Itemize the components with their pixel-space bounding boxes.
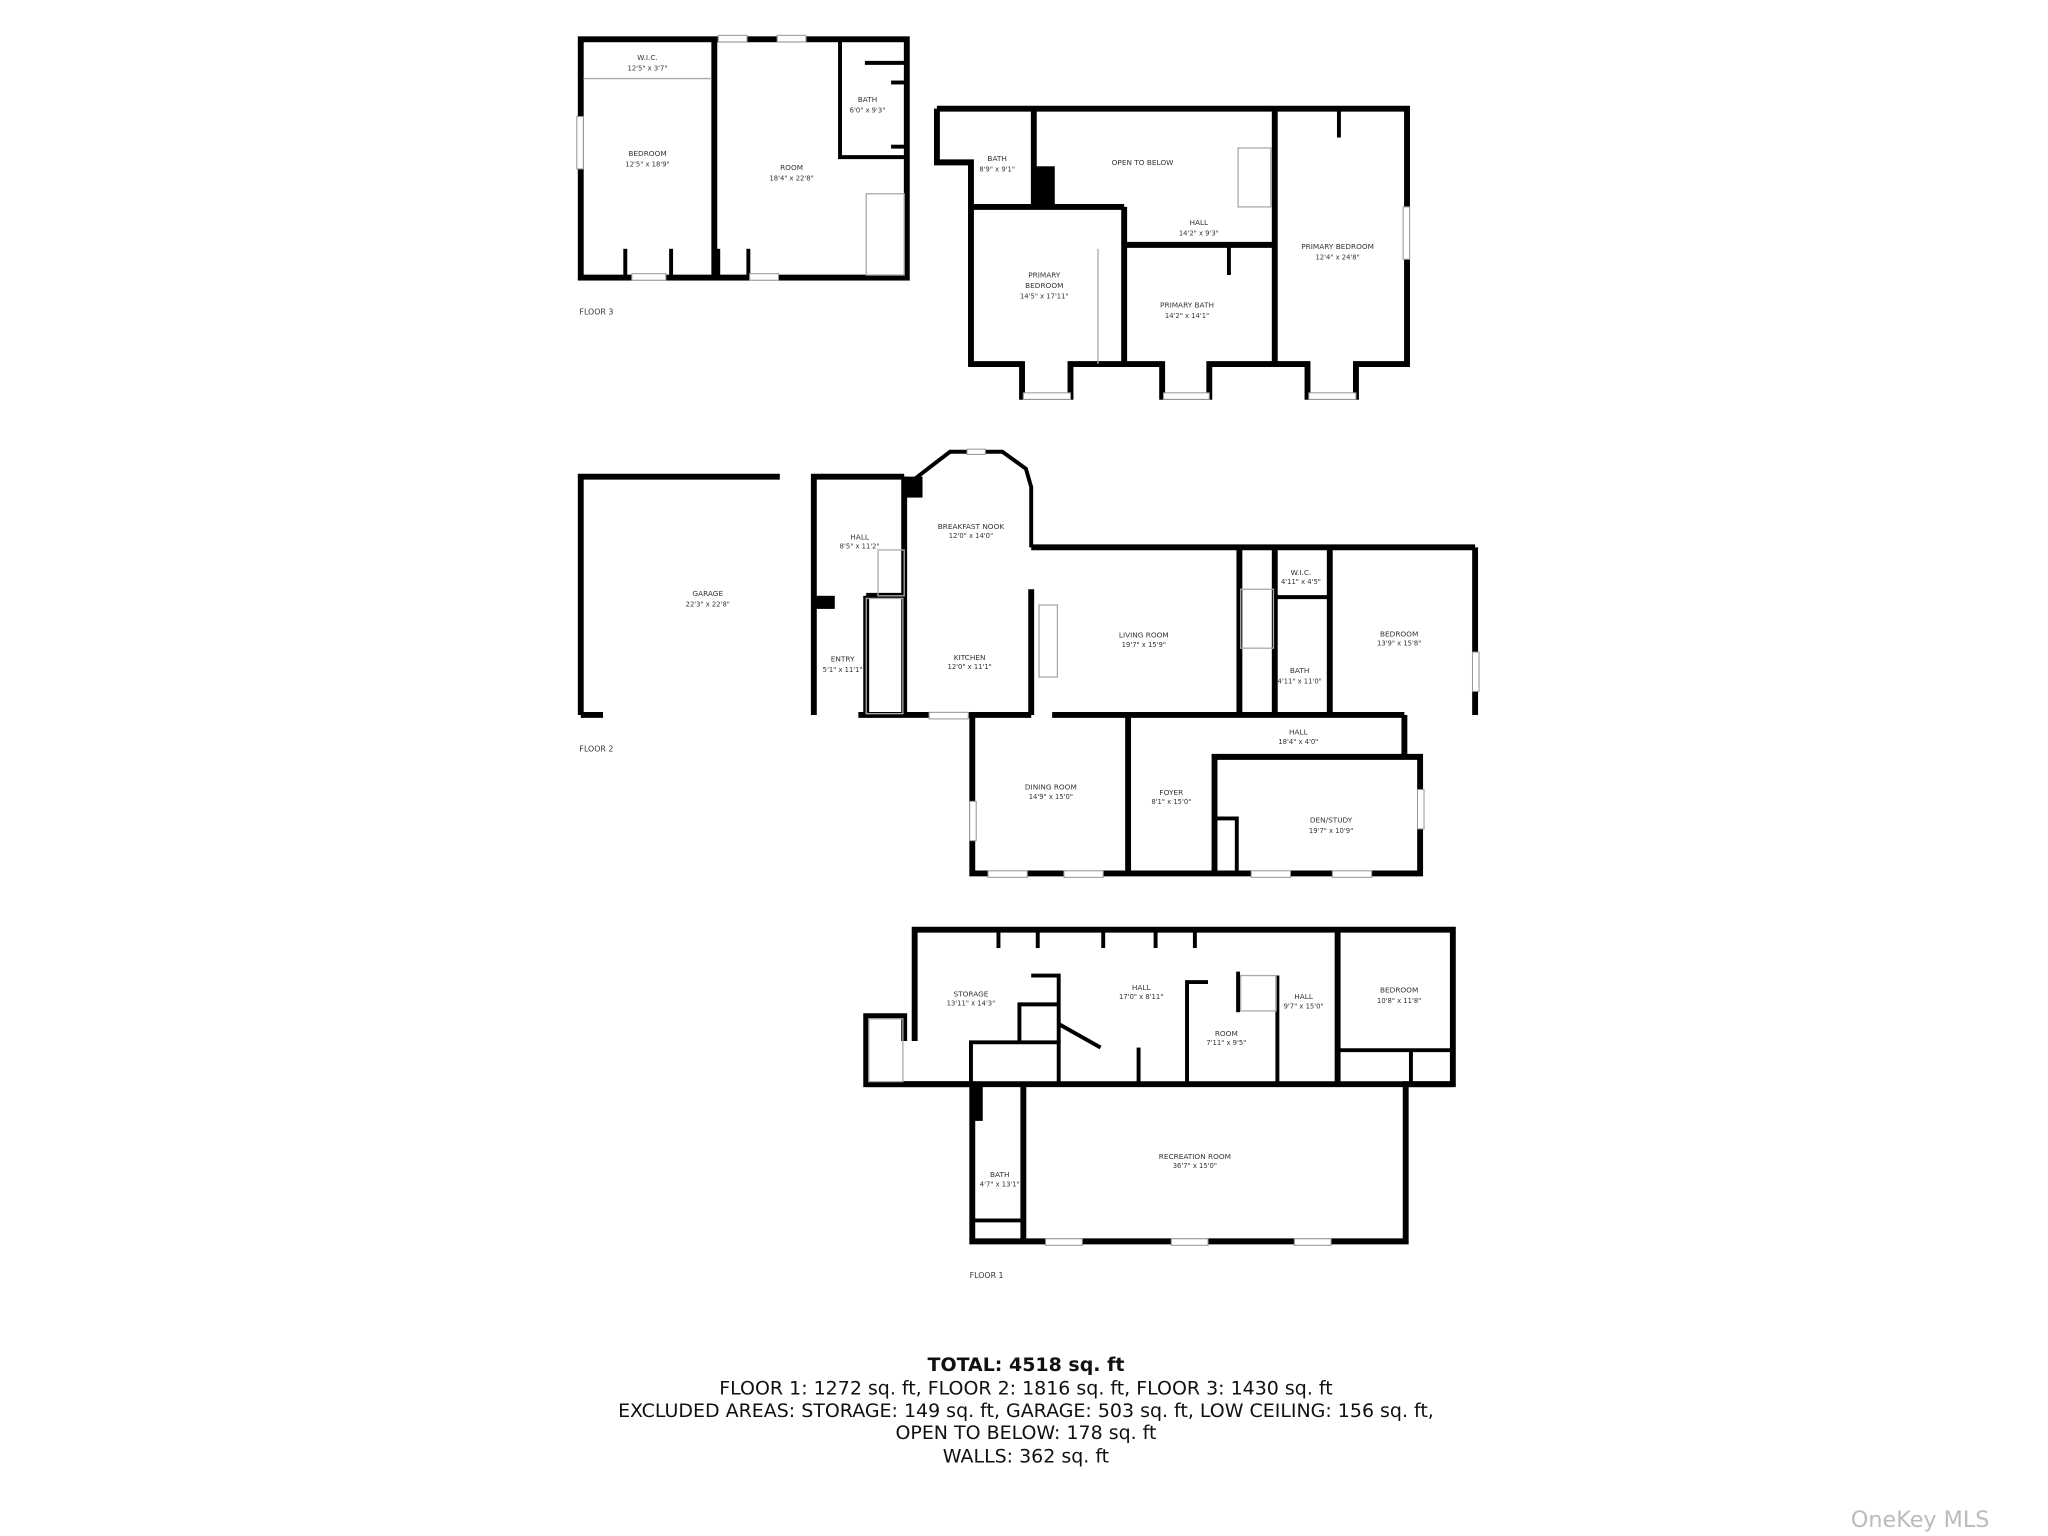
- room-name: HALL: [1294, 992, 1314, 1001]
- room-dims: 8'9" x 9'1": [979, 166, 1015, 174]
- room-name: HALL: [850, 532, 870, 541]
- summary-open-to-below: OPEN TO BELOW: 178 sq. ft: [895, 1422, 1156, 1444]
- room-name: W.I.C.: [637, 53, 658, 62]
- floor-1-label: FLOOR 1: [970, 1271, 1004, 1280]
- summary-floors: FLOOR 1: 1272 sq. ft, FLOOR 2: 1816 sq. …: [719, 1378, 1332, 1400]
- room-dims: 13'11" x 14'3": [947, 1000, 996, 1008]
- summary-excluded: EXCLUDED AREAS: STORAGE: 149 sq. ft, GAR…: [618, 1400, 1434, 1422]
- room-dims: 12'4" x 24'8": [1315, 253, 1359, 261]
- room-dims: 8'1" x 15'0": [1151, 798, 1191, 806]
- floor-2-label: FLOOR 2: [579, 745, 613, 754]
- room-dims: 17'0" x 8'11": [1119, 993, 1163, 1001]
- room-dims: 19'7" x 15'9": [1122, 641, 1166, 649]
- summary-walls: WALLS: 362 sq. ft: [943, 1446, 1109, 1468]
- room-dims: 12'5" x 3'7": [628, 65, 668, 73]
- room-dims: 13'9" x 15'8": [1377, 640, 1421, 648]
- room-dims: 14'2" x 14'1": [1165, 312, 1209, 320]
- room-name: HALL: [1289, 728, 1309, 737]
- room-dims: 9'7" x 15'0": [1284, 1002, 1324, 1010]
- floor-1-walls: [863, 926, 1456, 1246]
- room-dims: 14'5" x 17'11": [1020, 293, 1069, 301]
- room-dims: 19'7" x 10'9": [1309, 827, 1353, 835]
- room-dims: 4'11" x 4'5": [1281, 578, 1321, 586]
- summary-total: TOTAL: 4518 sq. ft: [928, 1354, 1125, 1376]
- room-dims: 6'0" x 9'3": [850, 107, 886, 115]
- room-name: BATH: [858, 95, 877, 104]
- room-dims: 10'8" x 11'8": [1377, 997, 1421, 1005]
- room-dims: 18'4" x 4'0": [1278, 738, 1318, 746]
- room-dims: 14'9" x 15'0": [1029, 793, 1073, 801]
- room-dims: 18'4" x 22'8": [769, 175, 813, 183]
- room-name: BEDROOM: [628, 149, 666, 158]
- room-name: HALL: [1189, 218, 1209, 227]
- room-dims: 4'7" x 13'1": [980, 1180, 1020, 1188]
- room-name-line2: BEDROOM: [1025, 281, 1063, 290]
- room-dims: 12'0" x 11'1": [948, 663, 992, 671]
- floor-3-label: FLOOR 3: [579, 307, 613, 316]
- room-name: GARAGE: [692, 589, 723, 598]
- floor-2-walls: [577, 448, 1480, 878]
- room-dims: 8'5" x 11'2": [840, 543, 880, 551]
- room-name: PRIMARY BATH: [1160, 301, 1214, 310]
- room-dims: 36'7" x 15'0": [1173, 1162, 1217, 1170]
- room-name: ROOM: [1215, 1029, 1238, 1038]
- room-name: LIVING ROOM: [1119, 631, 1169, 640]
- room-name: ENTRY: [831, 654, 855, 663]
- room-name: DEN/STUDY: [1310, 815, 1353, 824]
- room-name: STORAGE: [954, 990, 989, 999]
- room-dims: 7'11" x 9'5": [1206, 1039, 1246, 1047]
- room-name: ROOM: [780, 163, 803, 172]
- room-dims: 14'2" x 9'3": [1179, 230, 1219, 238]
- room-dims: 4'11" x 11'0": [1278, 678, 1322, 686]
- room-name: FOYER: [1159, 788, 1183, 797]
- room-name: HALL: [1132, 983, 1152, 992]
- room-dims: 12'5" x 18'9": [625, 160, 669, 168]
- room-name: BEDROOM: [1380, 986, 1418, 995]
- room-dims: 5'1" x 11'1": [823, 666, 863, 674]
- room-name: BATH: [990, 1170, 1009, 1179]
- room-name: RECREATION ROOM: [1159, 1152, 1231, 1161]
- watermark: OneKey MLS: [1851, 1507, 1989, 1533]
- room-name: PRIMARY: [1028, 271, 1061, 280]
- room-name: BEDROOM: [1380, 629, 1418, 638]
- room-dims: 12'0" x 14'0": [949, 532, 993, 540]
- room-name: OPEN TO BELOW: [1112, 158, 1174, 167]
- room-name: PRIMARY BEDROOM: [1301, 242, 1374, 251]
- floor-3-left-walls: [576, 34, 910, 281]
- room-name: BATH: [1290, 666, 1309, 675]
- room-dims: 22'3" x 22'8": [686, 600, 730, 608]
- room-name: KITCHEN: [954, 653, 986, 662]
- room-name: DINING ROOM: [1025, 783, 1077, 792]
- room-name: BATH: [987, 154, 1006, 163]
- room-name: W.I.C.: [1291, 568, 1312, 577]
- room-name: BREAKFAST NOOK: [938, 522, 1005, 531]
- floor-3-right-walls: [933, 105, 1411, 400]
